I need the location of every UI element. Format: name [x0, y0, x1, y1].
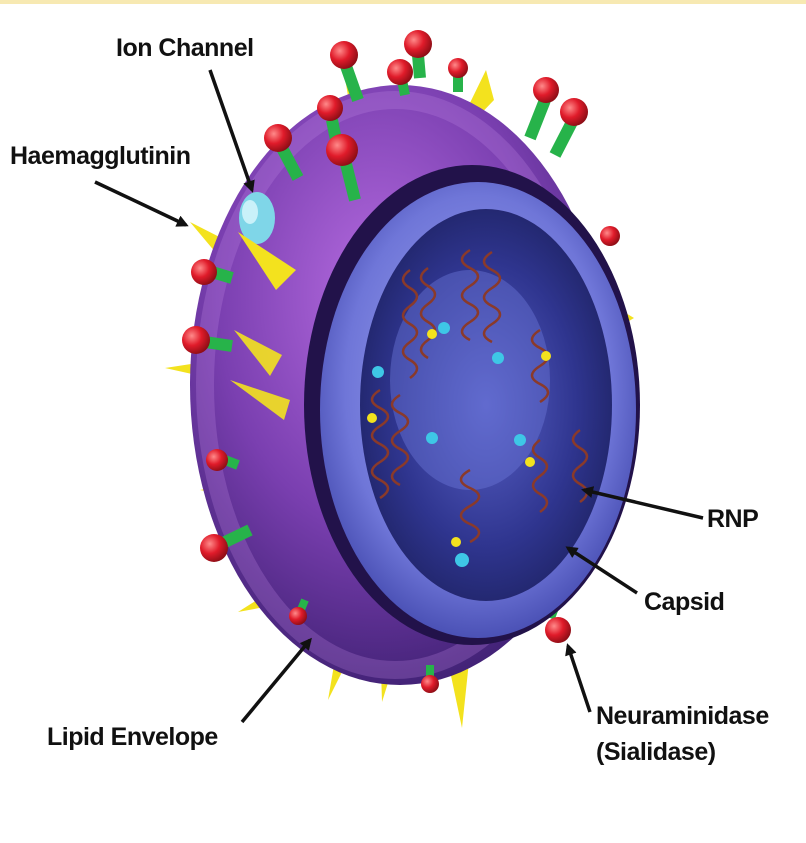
arrow-capsid [568, 548, 637, 593]
label-ion-channel: Ion Channel [116, 34, 254, 62]
arrow-neuraminidase [568, 646, 590, 712]
label-sialidase: (Sialidase) [596, 738, 716, 766]
label-haemagglutinin: Haemagglutinin [10, 142, 191, 170]
arrow-ion-channel [210, 70, 252, 190]
arrow-lipid-envelope [242, 640, 310, 722]
label-neuraminidase: Neuraminidase [596, 702, 769, 730]
arrow-rnp [584, 490, 703, 518]
label-rnp: RNP [707, 505, 758, 533]
label-lipid-envelope: Lipid Envelope [47, 723, 218, 751]
arrow-haemagglutinin [95, 182, 186, 225]
label-capsid: Capsid [644, 588, 724, 616]
